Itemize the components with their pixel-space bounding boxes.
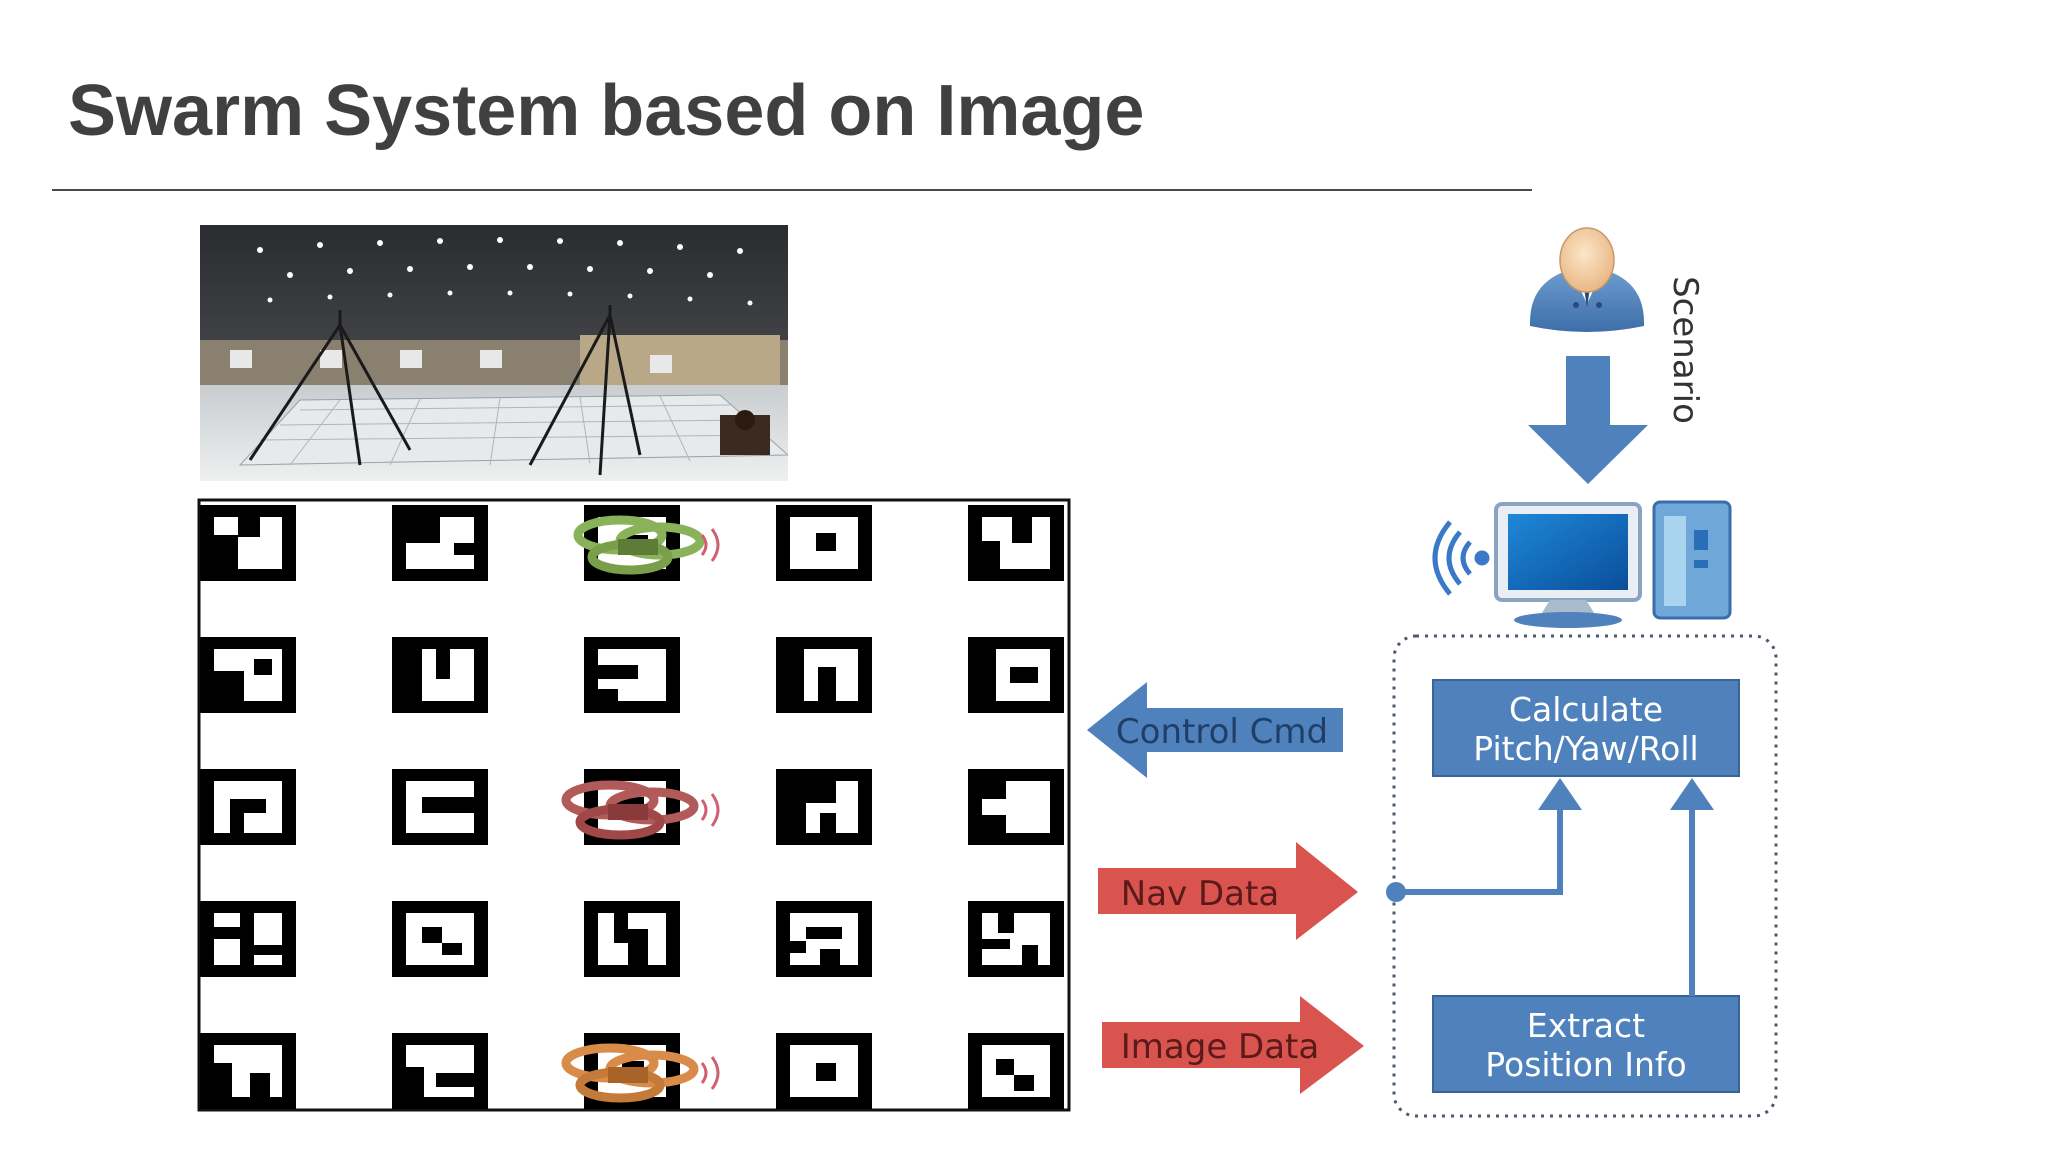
extract-box-line2: Position Info xyxy=(1485,1045,1686,1084)
calculate-box-line1: Calculate xyxy=(1509,690,1663,729)
nav-data-label: Nav Data xyxy=(1121,874,1279,914)
user-icon xyxy=(1530,227,1644,332)
scenario-label: Scenario xyxy=(1665,276,1705,424)
calculate-box: Calculate Pitch/Yaw/Roll xyxy=(1432,679,1740,777)
image-data-label: Image Data xyxy=(1121,1027,1319,1067)
connector-lines xyxy=(1386,806,1695,996)
drone-orange-icon xyxy=(561,1043,720,1103)
nav-data-arrow: Nav Data xyxy=(1098,842,1358,940)
calculate-box-line2: Pitch/Yaw/Roll xyxy=(1473,729,1698,768)
extract-box-line1: Extract xyxy=(1527,1006,1645,1045)
control-cmd-label: Control Cmd xyxy=(1116,712,1328,752)
scenario-arrow: Scenario xyxy=(1528,276,1705,484)
drone-green-icon xyxy=(573,515,720,575)
connector-arrowheads xyxy=(1538,778,1714,810)
computer-icon xyxy=(1494,500,1732,628)
image-data-arrow: Image Data xyxy=(1102,996,1364,1094)
control-cmd-arrow: Control Cmd xyxy=(1087,682,1343,778)
wireless-icon xyxy=(1432,520,1490,596)
drone-red-icon xyxy=(561,780,720,840)
title-divider xyxy=(52,189,1532,191)
facility-photo xyxy=(200,225,788,481)
slide-title: Swarm System based on Image xyxy=(68,71,1145,151)
processing-container xyxy=(1392,634,1778,1118)
extract-box: Extract Position Info xyxy=(1432,995,1740,1093)
